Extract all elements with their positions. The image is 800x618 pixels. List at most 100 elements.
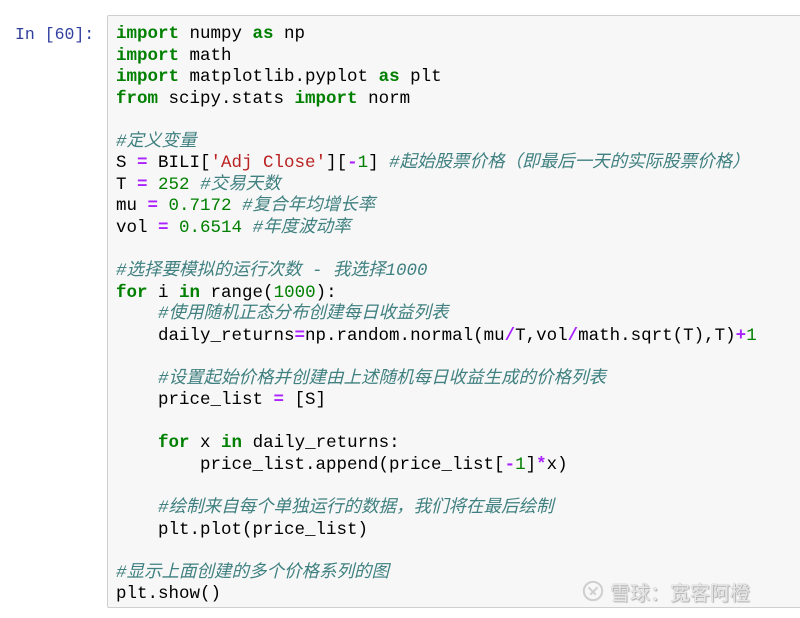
code-token-op: = — [273, 390, 285, 411]
code-token-op: = — [158, 217, 169, 238]
code-line — [116, 347, 757, 369]
code-comment: #定义变量 — [116, 131, 197, 152]
code-line: #使用随机正态分布创建每日收益列表 — [116, 304, 757, 326]
code-token-op: + — [735, 325, 747, 346]
code-line: import matplotlib.pyplot as plt — [116, 67, 757, 89]
code-token: math.sqrt(T),T) — [578, 325, 736, 346]
code-token: np.random.normal(mu — [305, 325, 505, 346]
code-token: S — [116, 153, 138, 174]
code-token: vol — [116, 217, 159, 238]
code-line: mu = 0.7172 #复合年均增长率 — [116, 196, 757, 218]
code-line — [116, 239, 757, 261]
code-token-kw: import — [294, 88, 358, 109]
code-line: plt.show() — [116, 584, 757, 606]
code-token: BILI[ — [147, 153, 211, 174]
code-token: x) — [546, 454, 568, 475]
code-line — [116, 476, 757, 498]
code-token-op: * — [536, 454, 547, 475]
code-line: import math — [116, 46, 757, 68]
code-token — [116, 433, 158, 453]
code-line: T = 252 #交易天数 — [116, 175, 757, 197]
code-token — [158, 196, 169, 216]
code-comment: #选择要模拟的运行次数 - 我选择1000 — [116, 261, 428, 282]
code-token-op: - — [504, 454, 516, 475]
code-token-kw: for — [116, 282, 148, 303]
code-line: S = BILI['Adj Close'][-1] #起始股票价格（即最后一天的… — [116, 153, 757, 175]
code-token: plt.show() — [116, 584, 222, 605]
watermark-text: 雪球：宽客阿橙 — [610, 580, 750, 605]
code-token-kw: import — [116, 67, 180, 88]
code-token-op: = — [294, 325, 306, 346]
code-line: import numpy as np — [116, 24, 757, 46]
code-line: vol = 0.6514 #年度波动率 — [116, 218, 757, 240]
code-token-num: 0.6514 — [179, 217, 243, 238]
code-token — [169, 218, 180, 238]
code-token: norm — [357, 88, 411, 109]
code-token-kw: in — [221, 433, 243, 454]
code-token — [190, 175, 201, 195]
code-line: #定义变量 — [116, 132, 757, 154]
code-line: #显示上面创建的多个价格系列的图 — [116, 563, 757, 585]
code-line: #选择要模拟的运行次数 - 我选择1000 — [116, 261, 757, 283]
code-comment: #交易天数 — [200, 174, 281, 195]
code-token — [116, 369, 158, 389]
code-line — [116, 541, 757, 563]
code-token: price_list — [116, 390, 274, 411]
code-line: for i in range(1000): — [116, 283, 757, 305]
code-token — [116, 304, 158, 324]
code-token-kw: import — [116, 24, 180, 44]
code-token: matplotlib.pyplot — [179, 67, 379, 88]
code-token-kw: import — [116, 45, 180, 66]
code-token: plt.plot(price_list) — [116, 519, 369, 540]
code-token-op: = — [137, 153, 148, 174]
code-token-num: 1000 — [273, 282, 316, 303]
code-token: mu — [116, 196, 148, 217]
code-token: daily_returns: — [242, 433, 400, 454]
code-comment: #设置起始价格并创建由上述随机每日收益生成的价格列表 — [158, 368, 607, 389]
code-token-op: - — [347, 153, 358, 174]
code-token — [232, 196, 243, 216]
code-line: #设置起始价格并创建由上述随机每日收益生成的价格列表 — [116, 369, 757, 391]
xueqiu-logo-icon — [582, 580, 604, 602]
code-token-kw: for — [158, 433, 190, 454]
code-token-num: 1 — [357, 153, 369, 174]
code-token-kw: as — [378, 67, 400, 88]
code-token — [148, 175, 159, 195]
code-comment: #使用随机正态分布创建每日收益列表 — [158, 304, 449, 325]
code-token: math — [179, 45, 232, 66]
code-comment: #显示上面创建的多个价格系列的图 — [116, 562, 390, 583]
code-token-op: = — [147, 196, 159, 217]
code-token-num: 0.7172 — [168, 196, 232, 217]
code-token: T — [116, 174, 138, 195]
code-line: plt.plot(price_list) — [116, 520, 757, 542]
code-token: T,vol — [515, 325, 568, 346]
code-token-num: 1 — [746, 325, 757, 346]
code-token — [242, 218, 253, 238]
code-token: range( — [200, 282, 274, 303]
code-line — [116, 412, 757, 434]
code-token-kw: in — [179, 282, 201, 303]
code-token-str: 'Adj Close' — [210, 153, 327, 174]
code-token-op: / — [504, 325, 516, 346]
watermark: 雪球：宽客阿橙 — [582, 576, 750, 606]
code-line: price_list = [S] — [116, 390, 757, 412]
code-token: daily_returns — [116, 325, 295, 346]
code-token: numpy — [179, 24, 253, 44]
code-comment: #绘制来自每个单独运行的数据，我们将在最后绘制 — [158, 498, 554, 519]
code-token: ] — [525, 454, 537, 475]
code-token — [116, 498, 158, 518]
code-line: from scipy.stats import norm — [116, 89, 757, 111]
code-token: plt — [399, 67, 442, 88]
code-comment: #复合年均增长率 — [242, 196, 376, 217]
code-token: scipy.stats — [158, 88, 295, 109]
code-token: x — [189, 433, 222, 454]
code-line: price_list.append(price_list[-1]*x) — [116, 455, 757, 477]
code-token-num: 252 — [158, 174, 190, 195]
code-token-op: = — [137, 174, 148, 195]
code-token: price_list.append(price_list[ — [116, 454, 505, 475]
code-token-num: 1 — [515, 454, 526, 475]
code-token: ): — [315, 282, 337, 303]
code-token: ] — [368, 153, 390, 174]
